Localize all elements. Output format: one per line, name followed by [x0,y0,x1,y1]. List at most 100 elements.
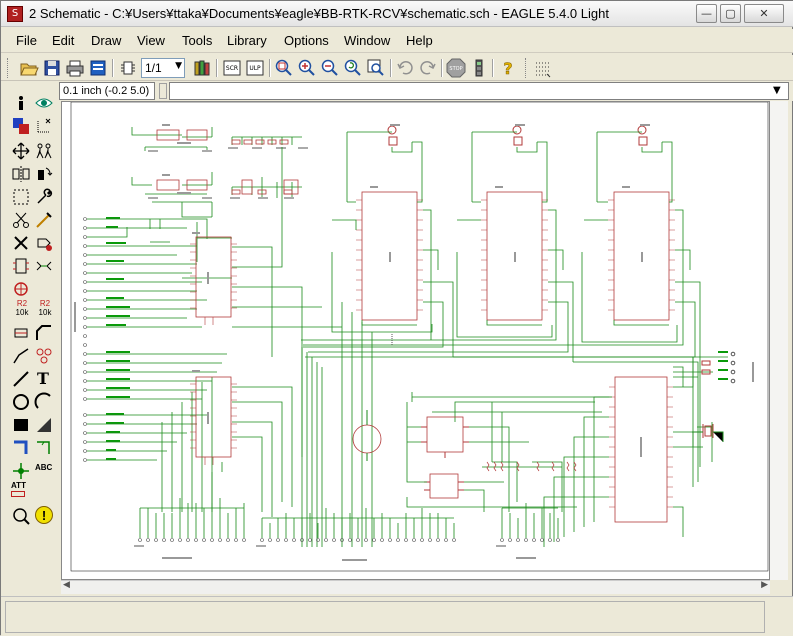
sheet-select[interactable]: 1/1▼ [141,58,185,78]
display-layers-icon[interactable] [11,116,31,136]
label-tool[interactable]: ABC [35,463,53,472]
zoom-fit-icon[interactable] [274,58,294,78]
r2-label: R2 [16,299,28,308]
info-icon[interactable] [11,93,31,113]
smash-icon[interactable] [11,323,31,343]
ic-small-upper [421,416,469,458]
add-part-icon[interactable] [34,233,54,253]
grid-icon[interactable] [533,58,553,78]
show-eye-icon[interactable] [34,93,54,113]
paste-icon[interactable] [34,210,54,230]
undo-icon[interactable] [395,58,415,78]
replace-icon[interactable] [11,279,31,299]
zoom-in-icon[interactable] [297,58,317,78]
save-icon[interactable] [42,58,62,78]
rotate-icon[interactable] [34,164,54,184]
miter-icon[interactable] [34,323,54,343]
part-labels [74,124,754,561]
receiver-module-1 [356,125,423,321]
menu-options[interactable]: Options [284,33,329,48]
toolbar-grip[interactable] [7,58,10,78]
command-line-input[interactable] [169,82,789,100]
command-grip[interactable] [159,83,167,99]
help-label: ? [503,59,512,78]
menu-window[interactable]: Window [344,33,391,48]
command-history-dropdown-icon[interactable]: ▼ [773,85,781,96]
r2-value: 10k [15,308,29,317]
wire-icon[interactable] [11,369,31,389]
r2-resistor-tool[interactable]: R2 10k [11,299,33,321]
menu-help[interactable]: Help [406,33,433,48]
board-switch-icon[interactable] [118,58,138,78]
change-wrench-icon[interactable] [34,187,54,207]
voltage-regulator [352,410,382,461]
split-icon[interactable] [11,346,31,366]
library-icon[interactable] [192,58,212,78]
zoom-out-icon[interactable] [320,58,340,78]
delete-icon[interactable] [11,233,31,253]
schematic-drawing[interactable] [62,102,770,580]
receiver-module-2 [481,125,548,321]
value-tool[interactable]: R2 10k [34,299,56,321]
warning-icon: ! [41,508,47,523]
sheet-frame [70,102,769,572]
attribute-tool[interactable]: ATT [11,481,33,501]
mark-icon[interactable] [34,116,54,136]
mirror-icon[interactable] [11,164,31,184]
menu-library[interactable]: Library [227,33,267,48]
net-icon[interactable] [34,438,54,458]
toolbar-grip[interactable] [525,58,528,78]
scroll-right-icon[interactable]: ▶ [761,580,768,590]
go-icon[interactable] [469,58,489,78]
redraw-icon[interactable] [343,58,363,78]
open-icon[interactable] [19,58,39,78]
gateswap-icon[interactable] [34,256,54,276]
stop-icon[interactable]: STOP [446,58,466,78]
crystal-part [692,424,724,442]
arc-icon[interactable] [34,392,54,412]
horizontal-scrollbar[interactable]: ◀ ▶ [61,580,770,594]
errors-button[interactable]: ! [35,506,53,524]
help-icon[interactable]: ? [498,58,518,78]
stop-label: STOP [449,66,462,72]
erc-icon[interactable] [11,506,31,526]
bottom-connector-row [134,498,560,547]
script-icon[interactable]: SCR [222,58,242,78]
menu-draw[interactable]: Draw [91,33,122,48]
bus-icon[interactable] [11,438,31,458]
vertical-scrollbar[interactable] [770,101,788,580]
minimize-button[interactable]: — [696,4,717,23]
redo-icon[interactable] [418,58,438,78]
copy-icon[interactable] [34,141,54,161]
schematic-app-icon[interactable]: S [7,6,23,22]
menu-file[interactable]: File [16,33,37,48]
group-icon[interactable] [11,187,31,207]
move-icon[interactable] [11,141,31,161]
maximize-button[interactable]: ▢ [720,4,741,23]
print-icon[interactable] [65,58,85,78]
schematic-canvas[interactable] [61,101,770,580]
polygon-icon[interactable] [34,415,54,435]
zoom-select-icon[interactable] [366,58,386,78]
ulp-label: ULP [249,65,261,72]
text-tool[interactable]: T [37,369,49,388]
cam-processor-icon[interactable] [88,58,108,78]
pinswap-icon[interactable] [11,256,31,276]
scroll-left-icon[interactable]: ◀ [63,580,70,590]
toolbar-separator [441,59,443,77]
close-button[interactable]: ✕ [744,4,784,23]
menu-view[interactable]: View [137,33,165,48]
ic2-chip [190,236,237,325]
invoke-icon[interactable] [34,346,54,366]
circle-icon[interactable] [11,392,31,412]
cut-icon[interactable] [11,210,31,230]
rect-icon[interactable] [11,415,31,435]
ulp-icon[interactable]: ULP [245,58,265,78]
junction-icon[interactable] [11,461,31,481]
net-label-stubs [106,217,130,460]
menu-edit[interactable]: Edit [52,33,75,48]
menu-tools[interactable]: Tools [182,33,213,48]
usb-connector [701,351,736,384]
title-bar[interactable]: S 2 Schematic - C:¥Users¥ttaka¥Documents… [1,1,793,27]
chevron-down-icon: ▼ [175,61,182,71]
